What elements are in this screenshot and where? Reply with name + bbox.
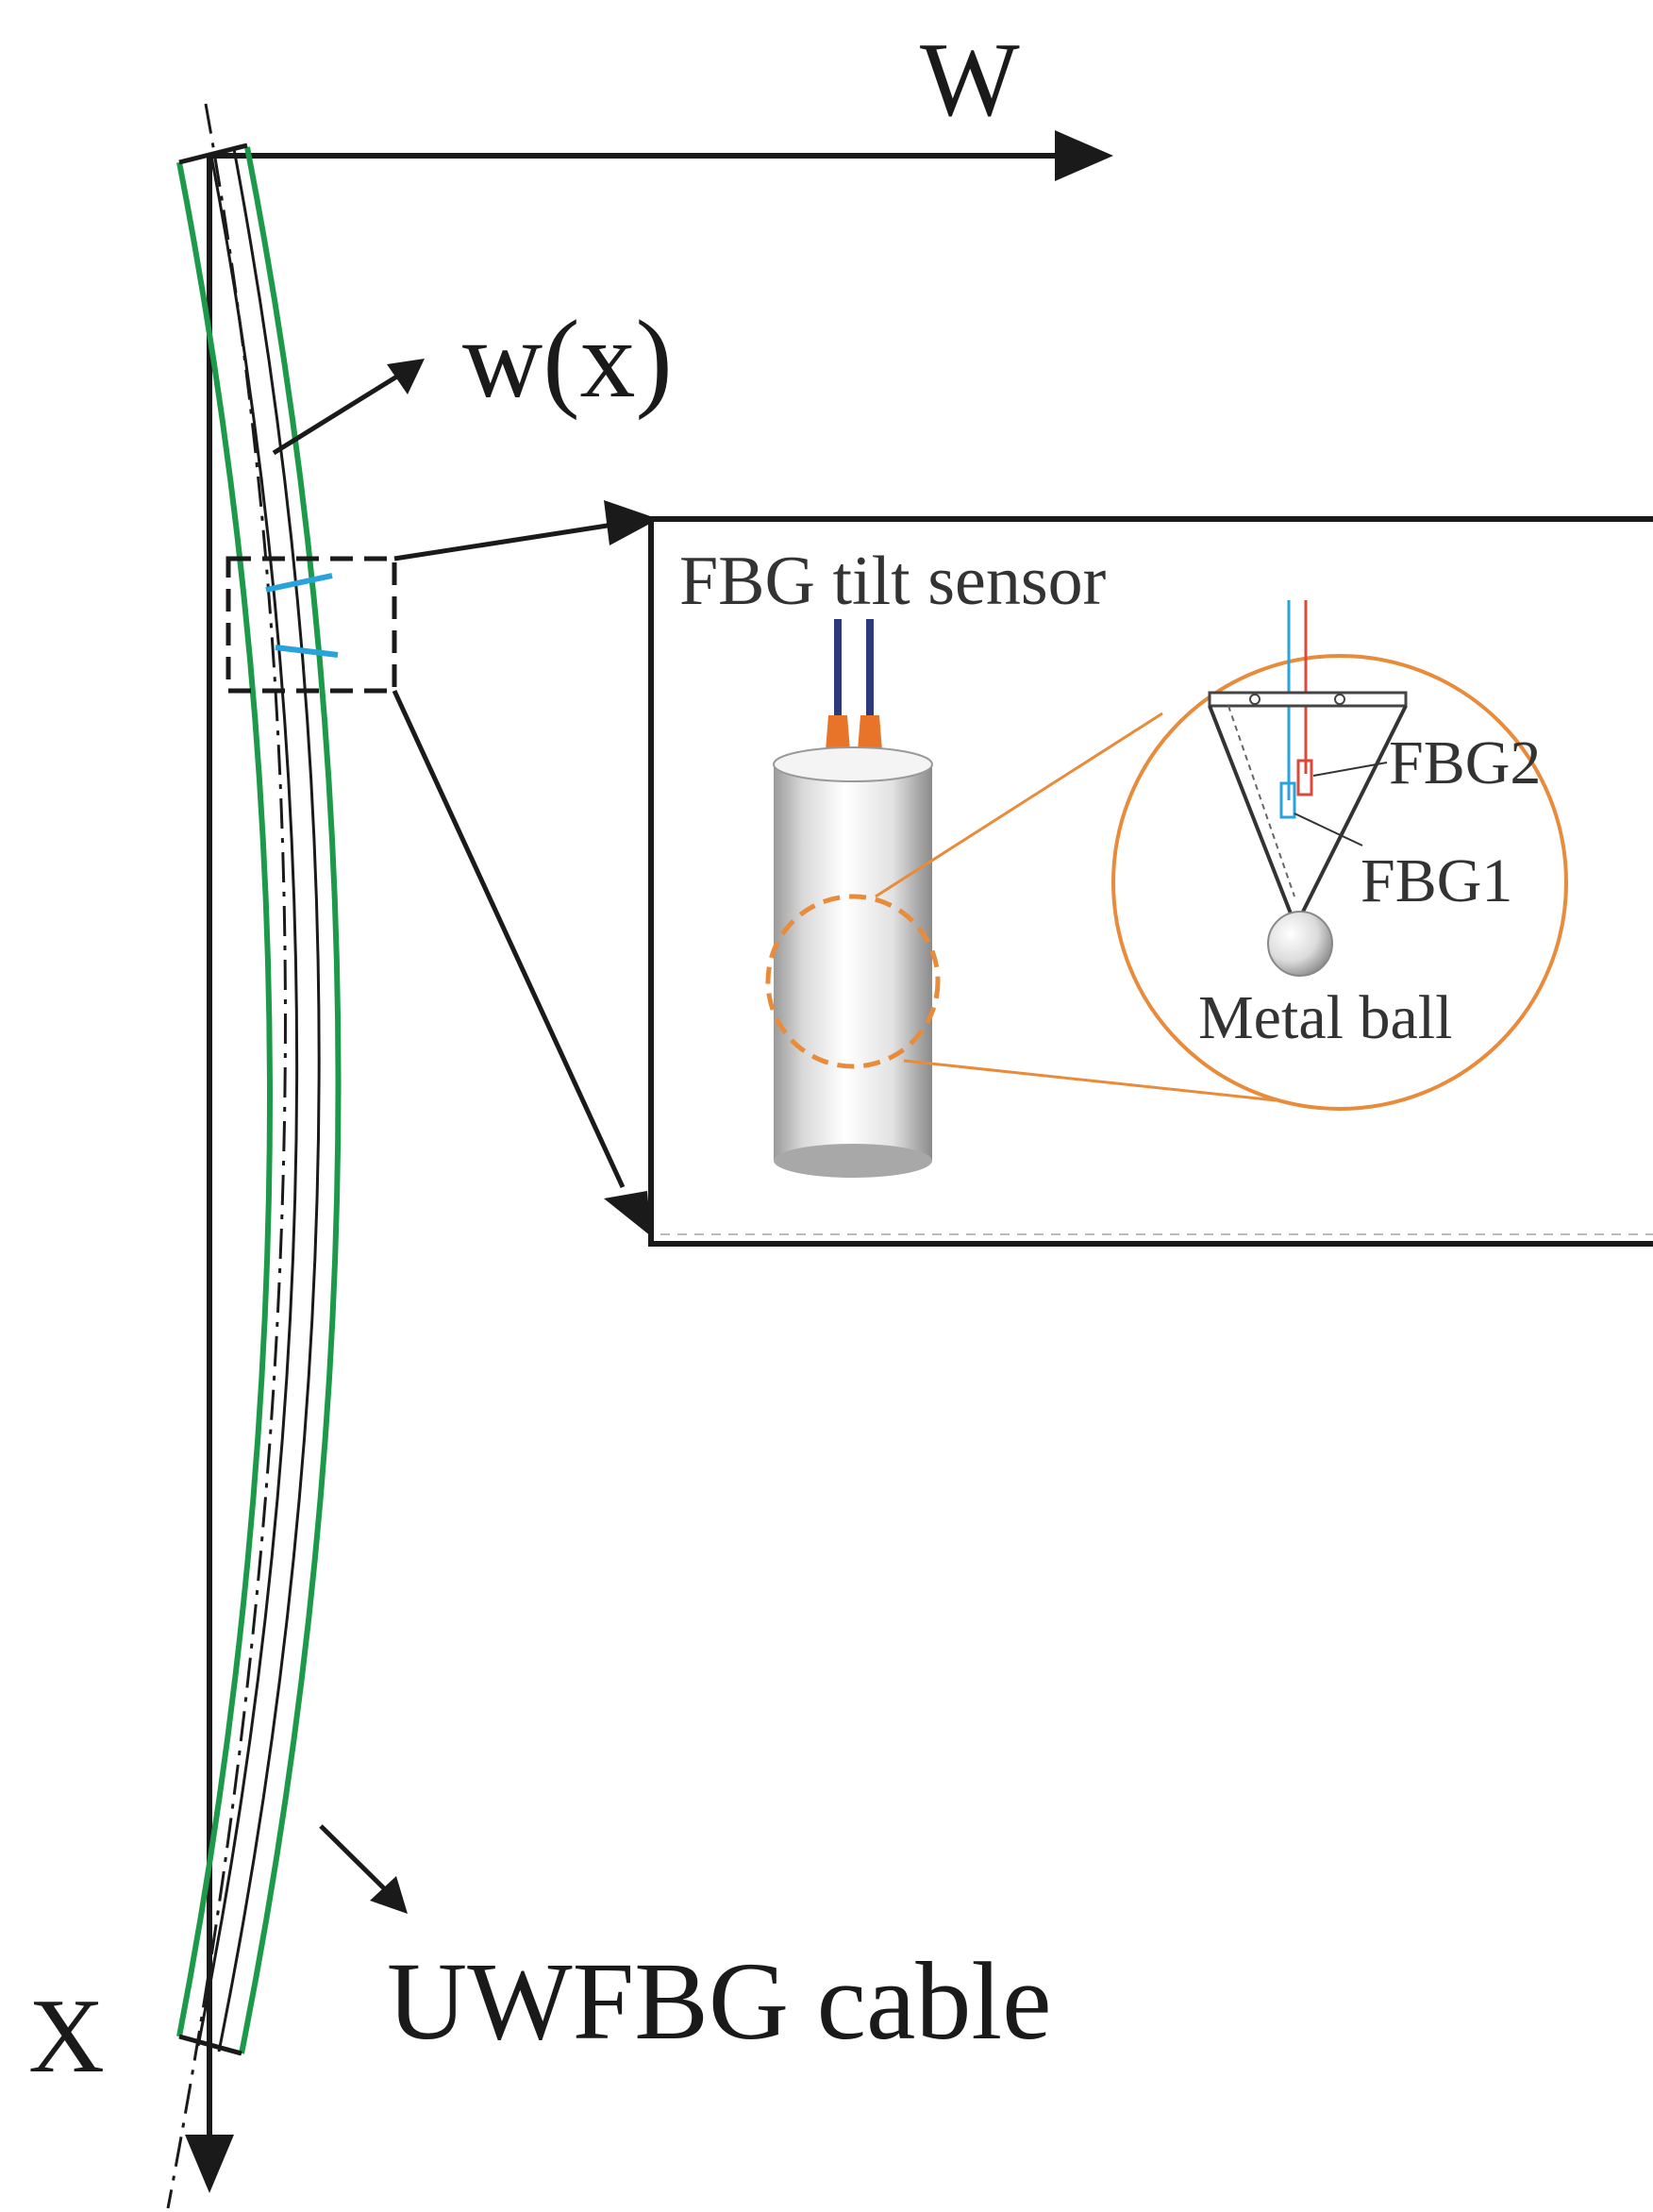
cable-leader-arrowhead bbox=[370, 1876, 408, 1914]
magnified-circle bbox=[1111, 654, 1568, 1111]
zoom-arrow-upper bbox=[393, 522, 614, 561]
sensor-highlight-box bbox=[225, 556, 397, 694]
sensor-title: FBG tilt sensor bbox=[679, 543, 1106, 620]
sensor-mark-lower bbox=[275, 645, 339, 658]
zoom-arrow-lower-head bbox=[604, 1191, 651, 1236]
axes bbox=[185, 130, 1113, 2193]
cable-green-right bbox=[239, 146, 342, 2054]
x-axis-label: X bbox=[28, 1978, 105, 2095]
fbg2-label: FBG2 bbox=[1389, 729, 1541, 797]
pendulum-frame-inner bbox=[1227, 705, 1295, 897]
sensor-mark-upper bbox=[265, 573, 333, 593]
x-axis-arrowhead bbox=[185, 2135, 234, 2193]
mounting-plate bbox=[1208, 691, 1408, 708]
cylinder-top bbox=[773, 746, 933, 782]
fbg1-leader bbox=[1294, 813, 1363, 846]
magnify-line-upper bbox=[875, 712, 1163, 898]
fbg2-grating bbox=[1296, 759, 1313, 796]
cable-black-right bbox=[217, 148, 321, 2053]
metal-ball-label: Metal ball bbox=[1198, 983, 1452, 1052]
sensor-detail-panel: FBG tilt sensor FBG2 bbox=[648, 516, 1653, 1247]
zoom-arrow-upper-head bbox=[604, 500, 659, 545]
w-axis-label: W bbox=[920, 22, 1020, 139]
zoom-arrow-lower bbox=[392, 689, 626, 1189]
cable-bottom-cap bbox=[178, 2034, 242, 2056]
cable-leader-arrow bbox=[319, 1824, 392, 1897]
plate-hole-right bbox=[1334, 694, 1345, 705]
cable-green-left bbox=[176, 161, 273, 2037]
deflection-leader-arrowhead bbox=[387, 359, 425, 394]
cylinder-body bbox=[774, 764, 932, 1161]
pendulum-frame bbox=[1208, 705, 1408, 914]
cylinder-bottom bbox=[774, 1144, 932, 1178]
plate-hole-left bbox=[1249, 694, 1261, 705]
w-axis-arrowhead bbox=[1055, 130, 1113, 181]
fbg1-label: FBG1 bbox=[1361, 846, 1512, 915]
deflection-leader-arrow bbox=[272, 367, 409, 456]
magnify-line-lower bbox=[903, 1059, 1277, 1102]
cable-label: UWFBG cable bbox=[387, 1939, 1052, 2063]
cylinder-focus-circle bbox=[765, 894, 941, 1069]
fbg1-grating bbox=[1279, 781, 1296, 819]
cable-top-cap bbox=[178, 142, 248, 165]
cable-black-left bbox=[196, 155, 299, 2047]
fbg2-leader bbox=[1312, 762, 1388, 777]
uwfbg-cable bbox=[166, 103, 342, 2209]
deflection-label: w(x) bbox=[462, 297, 673, 421]
metal-ball bbox=[1267, 911, 1333, 977]
